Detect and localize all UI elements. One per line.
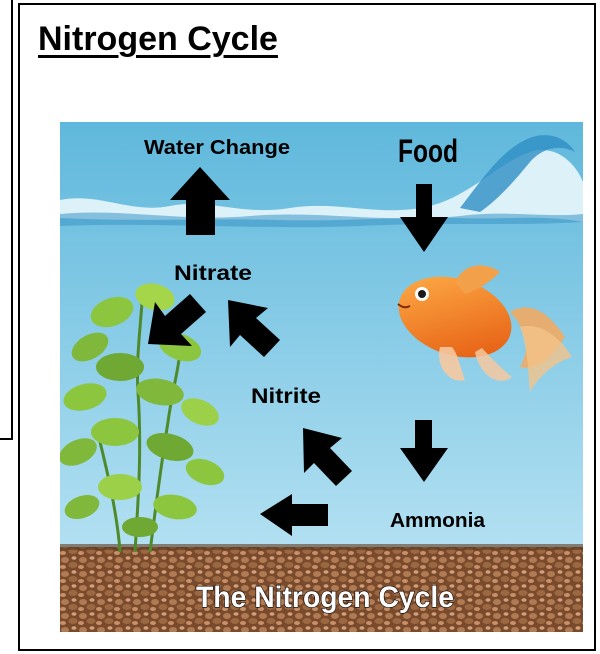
nitrogen-cycle-illustration: Water Change Food Nitrate Nitrite Ammoni… <box>60 122 583 632</box>
banner-title: The Nitrogen Cycle <box>196 581 454 614</box>
left-border-frame <box>0 0 13 440</box>
label-nitrate: Nitrate <box>174 262 252 285</box>
label-ammonia: Ammonia <box>390 510 486 532</box>
gravel-edge <box>60 544 583 550</box>
label-nitrite: Nitrite <box>251 385 321 408</box>
label-water-change: Water Change <box>144 137 290 159</box>
page-title: Nitrogen Cycle <box>38 20 278 59</box>
label-food: Food <box>398 133 458 169</box>
